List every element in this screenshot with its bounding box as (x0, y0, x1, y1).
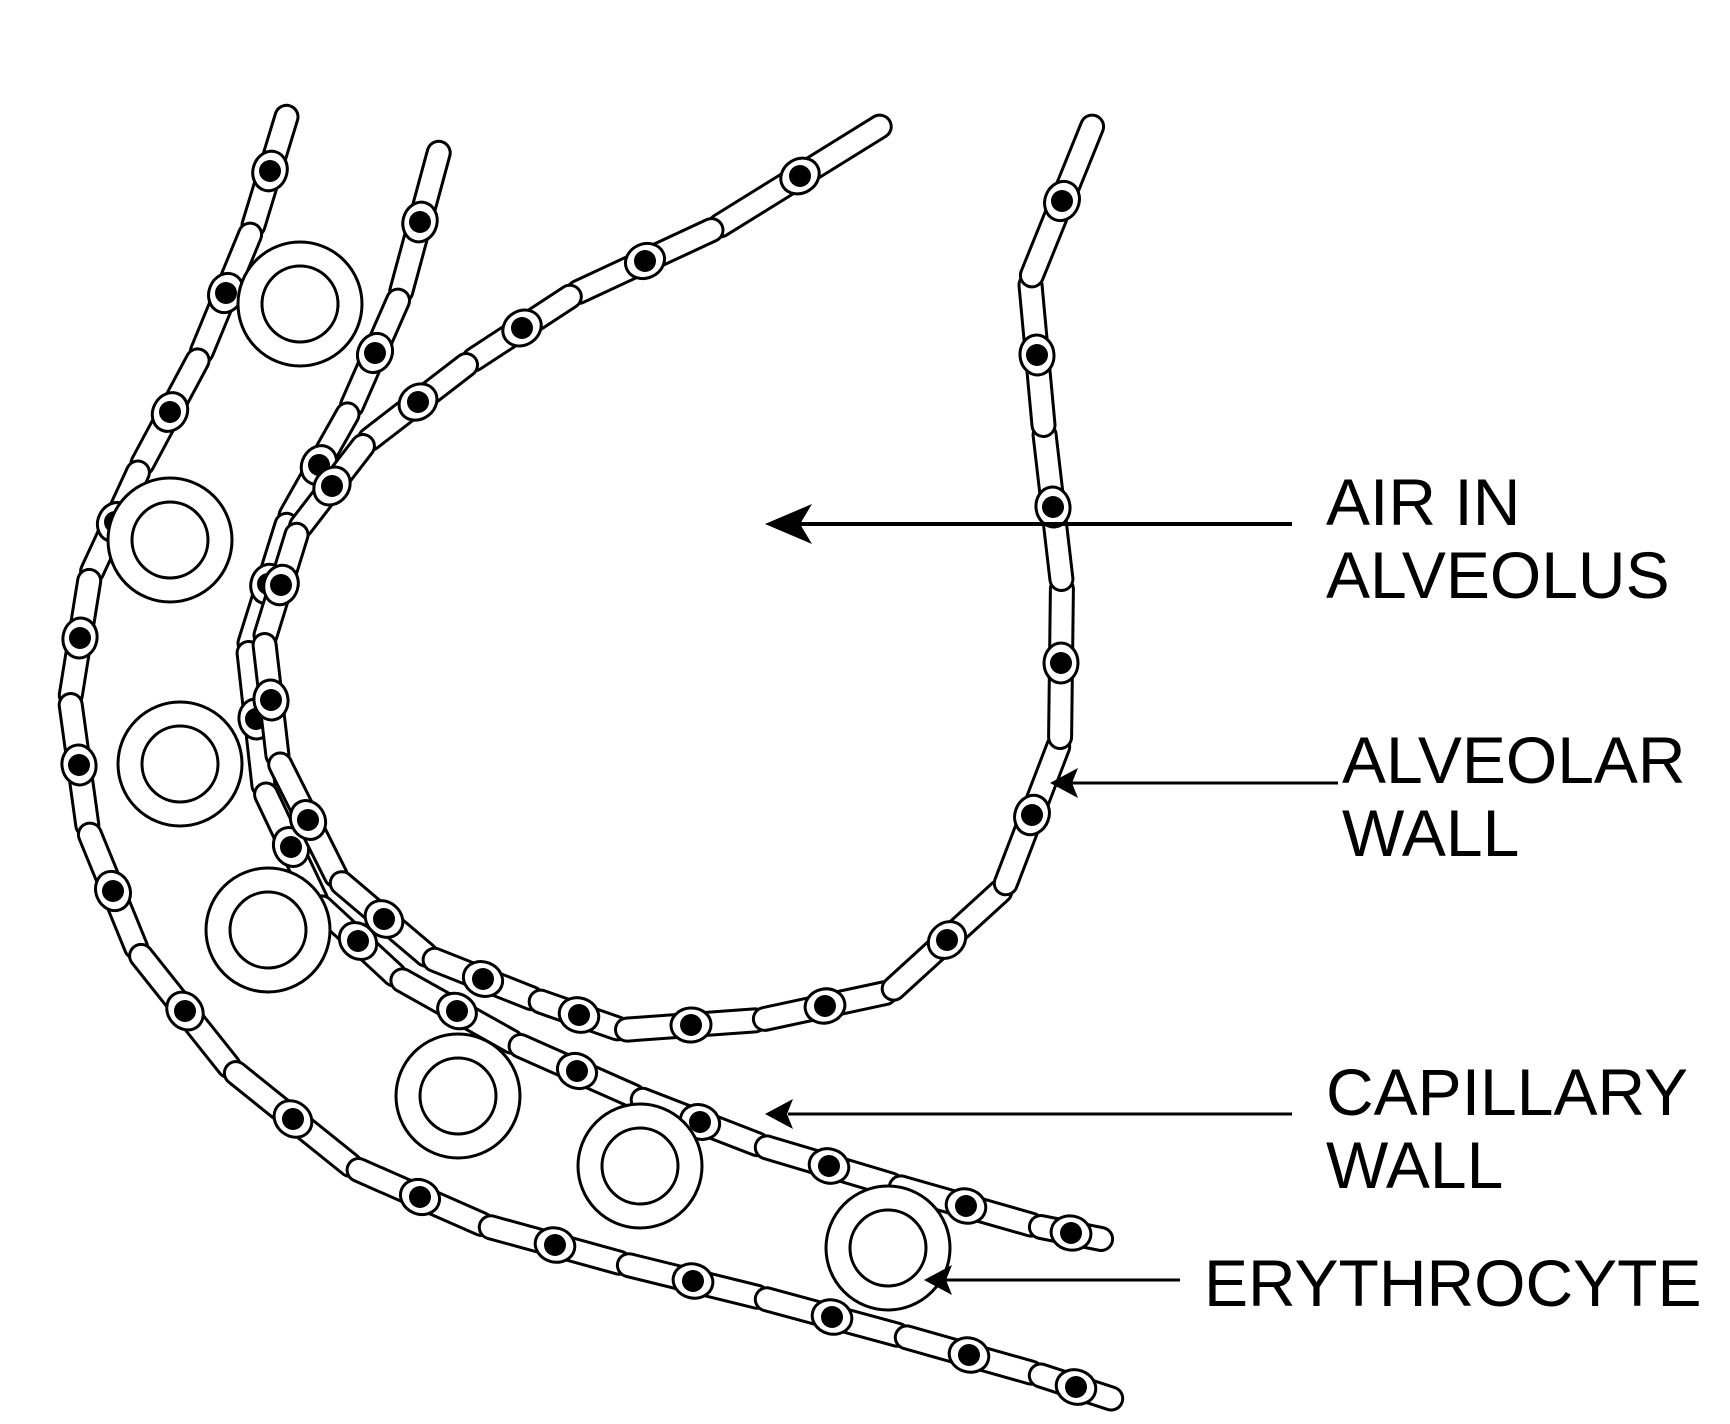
cell-nucleus (544, 1234, 566, 1256)
cell-nucleus (936, 929, 958, 951)
label-alveolar-line1: ALVEOLAR (1342, 723, 1686, 797)
cell-nucleus (215, 282, 237, 304)
alveolar-wall (251, 113, 1106, 1044)
cell-nucleus (159, 401, 181, 423)
cell-nucleus (282, 1108, 304, 1130)
cell-nucleus (69, 627, 91, 649)
air-arrow (765, 504, 1292, 544)
cell-nucleus (814, 995, 836, 1017)
cell-nucleus (958, 1344, 980, 1366)
cell-nucleus (568, 1004, 590, 1026)
cell-nucleus (102, 880, 124, 902)
cell-nucleus (280, 836, 302, 858)
cell-nucleus (689, 1111, 711, 1133)
cell-nucleus (634, 250, 656, 272)
cell-nucleus (789, 165, 811, 187)
cell-nucleus (1050, 652, 1072, 674)
erythrocyte (394, 1032, 522, 1160)
cell-nucleus (259, 160, 281, 182)
cell-nucleus (955, 1195, 977, 1217)
erythrocyte (236, 240, 364, 368)
erythrocyte-center (600, 1126, 680, 1206)
erythrocyte-center (260, 264, 340, 344)
erythrocyte-center (848, 1208, 928, 1288)
cell-nucleus (1026, 344, 1048, 366)
cell-nucleus (1060, 1222, 1082, 1244)
alveolar-wall-arrow (1050, 768, 1338, 798)
erythrocyte (824, 1184, 952, 1312)
cell-nucleus (472, 968, 494, 990)
cell-nucleus (409, 1186, 431, 1208)
cell-nucleus (1065, 1376, 1087, 1398)
cell-nucleus (1042, 496, 1064, 518)
cell-nucleus (566, 1060, 588, 1082)
cell-nucleus (297, 809, 319, 831)
erythrocyte (116, 700, 244, 828)
cell-nucleus (347, 930, 369, 952)
cell-nucleus (1021, 804, 1043, 826)
label-erythrocyte: ERYTHROCYTE (1204, 1246, 1702, 1320)
erythrocyte (106, 476, 234, 604)
erythrocyte-arrow (924, 1265, 1180, 1295)
erythrocyte (576, 1102, 704, 1230)
erythrocyte (204, 866, 332, 994)
cell-nucleus (321, 475, 343, 497)
inner-capillary-wall (235, 139, 1115, 1252)
cell-nucleus (446, 1000, 468, 1022)
erythrocyte-center (418, 1056, 498, 1136)
erythrocyte-layer (106, 240, 952, 1312)
cell-nucleus (270, 574, 292, 596)
cell-nucleus (818, 1155, 840, 1177)
cell-nucleus (409, 211, 431, 233)
cell-nucleus (260, 689, 282, 711)
cell-layer (57, 103, 1125, 1412)
erythrocyte-center (130, 500, 210, 580)
cell-nucleus (373, 908, 395, 930)
cell-nucleus (682, 1270, 704, 1292)
cell-nucleus (407, 391, 429, 413)
cell-nucleus (511, 317, 533, 339)
cell-nucleus (821, 1306, 843, 1328)
erythrocyte-center (228, 890, 308, 970)
label-alveolar-line2: WALL (1342, 796, 1519, 870)
label-capillary-line1: CAPILLARY (1326, 1055, 1688, 1129)
erythrocyte-center (140, 724, 220, 804)
cell-nucleus (174, 1000, 196, 1022)
label-air-line1: AIR IN (1326, 465, 1520, 539)
cell-nucleus (364, 342, 386, 364)
cell-nucleus (1051, 190, 1073, 212)
label-capillary-line2: WALL (1326, 1128, 1503, 1202)
cell-nucleus (68, 754, 90, 776)
capillary-wall-arrow (765, 1099, 1292, 1129)
label-air-line2: ALVEOLUS (1326, 538, 1670, 612)
cell-nucleus (680, 1014, 702, 1036)
